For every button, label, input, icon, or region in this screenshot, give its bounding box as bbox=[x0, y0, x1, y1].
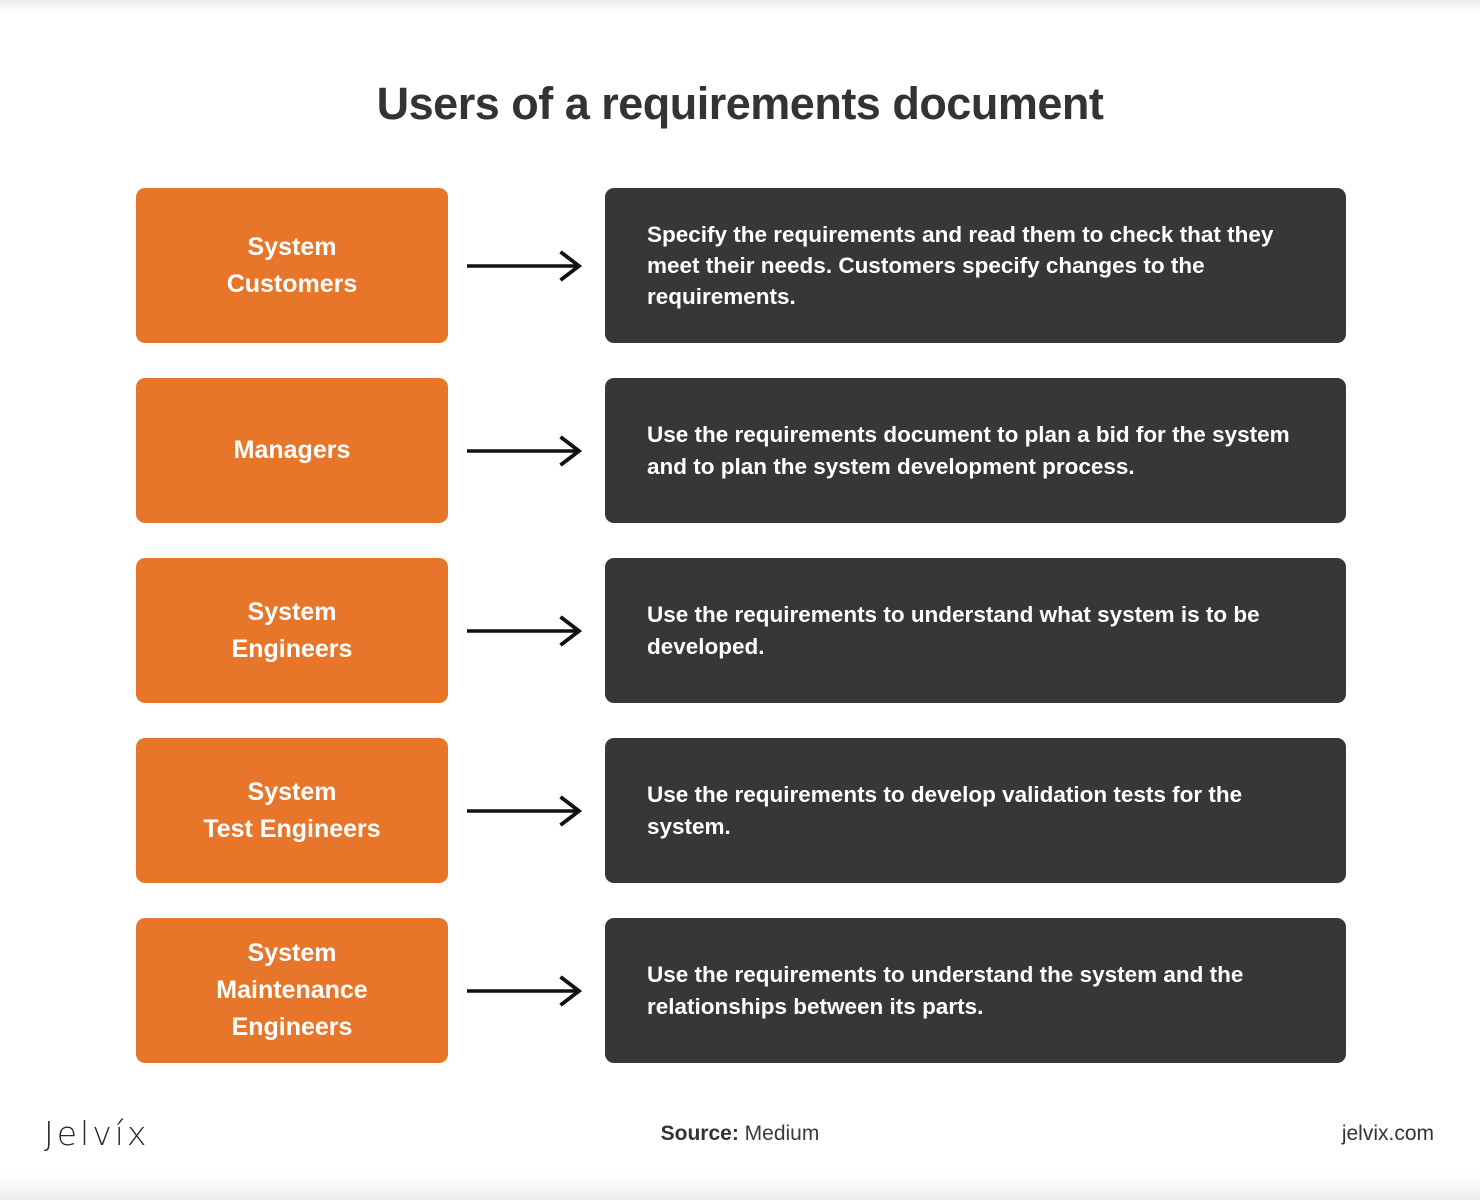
source-attribution: Source: Medium bbox=[0, 1114, 1480, 1154]
description-text: Use the requirements to develop validati… bbox=[647, 782, 1243, 839]
arrow-right-icon bbox=[466, 794, 582, 827]
source-label: Source: bbox=[660, 1122, 739, 1145]
role-box-system-test-engineers[interactable]: System Test Engineers bbox=[136, 738, 448, 883]
arrow-right-icon bbox=[466, 249, 582, 282]
role-label: System Test Engineers bbox=[203, 777, 381, 843]
page-top-edge bbox=[0, 0, 1480, 14]
description-box: Use the requirements to develop validati… bbox=[605, 738, 1346, 883]
arrow-cell bbox=[448, 188, 605, 343]
arrow-cell bbox=[448, 558, 605, 703]
role-label: System Maintenance Engineers bbox=[216, 939, 368, 1041]
role-label: System Engineers bbox=[231, 597, 353, 663]
table-row: System Engineers Use the requirements to… bbox=[136, 558, 1346, 703]
description-box: Use the requirements to understand what … bbox=[605, 558, 1346, 703]
role-label: System Customers bbox=[226, 232, 358, 298]
table-row: Managers Use the requirements document t… bbox=[136, 378, 1346, 523]
description-box: Use the requirements document to plan a … bbox=[605, 378, 1346, 523]
description-text: Specify the requirements and read them t… bbox=[647, 221, 1274, 310]
description-text: Use the requirements document to plan a … bbox=[647, 422, 1290, 479]
source-value: Medium bbox=[744, 1122, 820, 1145]
arrow-right-icon bbox=[466, 614, 582, 647]
page-title: Users of a requirements document bbox=[376, 78, 1104, 129]
footer: Jelvíx Source: Medium jelvix.com bbox=[0, 1114, 1480, 1154]
role-box-system-engineers[interactable]: System Engineers bbox=[136, 558, 448, 703]
description-box: Specify the requirements and read them t… bbox=[605, 188, 1346, 343]
rows-container: System Customers Specify the requirement… bbox=[136, 188, 1346, 1063]
arrow-cell bbox=[448, 918, 605, 1063]
description-box: Use the requirements to understand the s… bbox=[605, 918, 1346, 1063]
role-box-system-customers[interactable]: System Customers bbox=[136, 188, 448, 343]
description-text: Use the requirements to understand the s… bbox=[647, 962, 1244, 1019]
description-text: Use the requirements to understand what … bbox=[647, 602, 1260, 659]
page-bottom-edge bbox=[0, 1174, 1480, 1200]
table-row: System Customers Specify the requirement… bbox=[136, 188, 1346, 343]
role-label: Managers bbox=[233, 436, 351, 464]
role-box-system-maintenance-engineers[interactable]: System Maintenance Engineers bbox=[136, 918, 448, 1063]
website-url[interactable]: jelvix.com bbox=[1341, 1122, 1434, 1145]
arrow-cell bbox=[448, 738, 605, 883]
arrow-right-icon bbox=[466, 974, 582, 1007]
arrow-right-icon bbox=[466, 434, 582, 467]
table-row: System Test Engineers Use the requiremen… bbox=[136, 738, 1346, 883]
table-row: System Maintenance Engineers Use the req… bbox=[136, 918, 1346, 1063]
arrow-cell bbox=[448, 378, 605, 523]
role-box-managers[interactable]: Managers bbox=[136, 378, 448, 523]
jelvix-logo: Jelvíx bbox=[44, 1114, 150, 1153]
